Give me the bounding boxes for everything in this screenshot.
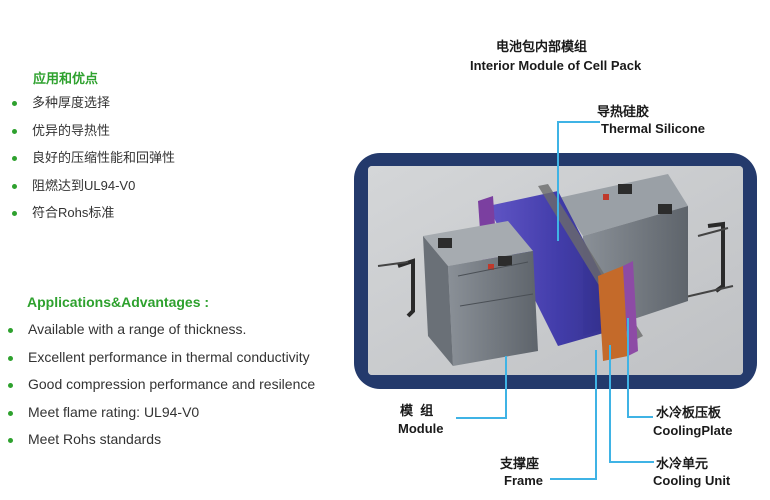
leader-line bbox=[558, 121, 600, 123]
list-item: Available with a range of thickness. bbox=[6, 320, 315, 348]
list-item: 优异的导热性 bbox=[10, 122, 175, 150]
leader-line bbox=[627, 416, 653, 418]
bullet-icon bbox=[8, 438, 13, 443]
bullet-icon bbox=[8, 383, 13, 388]
module-photo-frame bbox=[354, 153, 757, 389]
diagram-title-en: Interior Module of Cell Pack bbox=[470, 58, 642, 73]
cooling-unit-label-cn: 水冷单元 bbox=[656, 456, 709, 471]
leader-line bbox=[595, 350, 597, 480]
list-item: 阻燃达到UL94-V0 bbox=[10, 177, 175, 205]
bullet-icon bbox=[8, 328, 13, 333]
leader-line bbox=[609, 461, 654, 463]
bullet-icon bbox=[12, 128, 17, 134]
frame-label-cn: 支撑座 bbox=[500, 456, 540, 471]
cooling-plate-label-cn: 水冷板压板 bbox=[656, 405, 722, 420]
bullet-icon bbox=[12, 211, 17, 216]
cooling-plate-label-en: CoolingPlate bbox=[653, 423, 733, 438]
bullet-icon bbox=[12, 183, 17, 189]
module-label-cn: 模 组 bbox=[400, 403, 434, 418]
cell-pack-illustration bbox=[368, 166, 743, 375]
list-item: 符合Rohs标准 bbox=[10, 204, 175, 232]
frame-label-en: Frame bbox=[504, 473, 544, 488]
leader-line bbox=[627, 318, 629, 418]
bullet-icon bbox=[8, 410, 13, 416]
bullet-icon bbox=[12, 101, 17, 106]
thermal-silicone-label-cn: 导热硅胶 bbox=[597, 104, 650, 119]
leader-line bbox=[550, 478, 597, 480]
diagram-title-cn: 电池包内部模组 bbox=[496, 39, 588, 54]
en-heading: Applications&Advantages : bbox=[27, 294, 210, 310]
list-item: 良好的压缩性能和回弹性 bbox=[10, 149, 175, 177]
cn-advantages-list: 多种厚度选择 优异的导热性 良好的压缩性能和回弹性 阻燃达到UL94-V0 符合… bbox=[10, 94, 175, 232]
bullet-icon bbox=[8, 355, 13, 361]
thermal-silicone-label-en: Thermal Silicone bbox=[601, 121, 706, 136]
list-item: Meet flame rating: UL94-V0 bbox=[6, 403, 315, 431]
list-item: Good compression performance and resilen… bbox=[6, 375, 315, 403]
list-item: 多种厚度选择 bbox=[10, 94, 175, 122]
leader-line bbox=[456, 417, 507, 419]
bullet-icon bbox=[12, 156, 17, 161]
module-label-en: Module bbox=[398, 421, 444, 436]
list-item: Excellent performance in thermal conduct… bbox=[6, 348, 315, 376]
cooling-unit-label-en: Cooling Unit bbox=[653, 473, 731, 488]
list-item: Meet Rohs standards bbox=[6, 430, 315, 458]
leader-line bbox=[609, 345, 611, 463]
leader-line bbox=[557, 121, 559, 241]
cn-heading: 应用和优点 bbox=[33, 71, 99, 86]
leader-line bbox=[505, 356, 507, 419]
module-photo bbox=[368, 166, 743, 375]
en-advantages-list: Available with a range of thickness. Exc… bbox=[6, 320, 315, 458]
